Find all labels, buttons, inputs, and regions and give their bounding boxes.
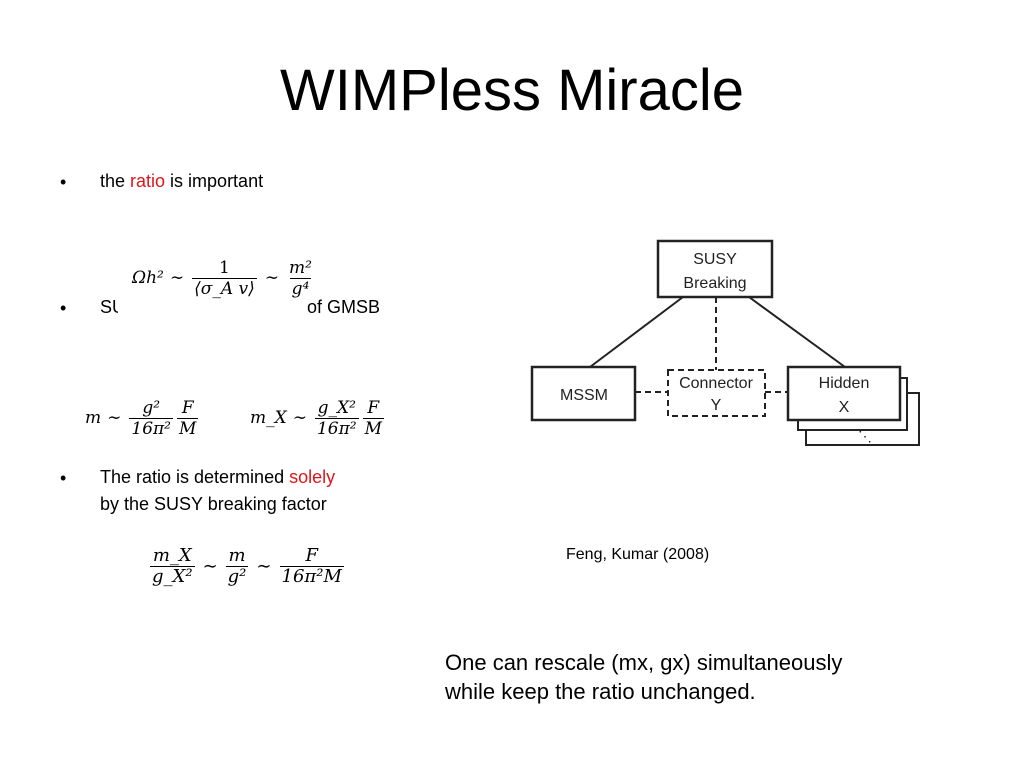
hidden-box <box>786 365 902 422</box>
note-line-2: while keep the ratio unchanged. <box>445 679 756 704</box>
connector-label-1: Connector <box>679 375 753 392</box>
connector-box <box>667 369 766 417</box>
bullet-3-highlight: solely <box>289 467 336 487</box>
mssm-box <box>530 365 637 422</box>
edge-susy-hidden <box>748 296 846 368</box>
bullet-marker: • <box>60 468 67 488</box>
susy-label-1: SUSY <box>693 251 737 268</box>
citation: Feng, Kumar (2008) <box>566 546 710 563</box>
edge-susy-mssm <box>589 296 684 368</box>
hidden-label-2: X <box>839 399 850 416</box>
connector-label-2: Y <box>711 397 722 414</box>
bullet-1-highlight: ratio <box>130 171 166 191</box>
bullet-marker: • <box>60 172 67 192</box>
bullet-1-post: is important <box>165 171 264 191</box>
bullet-marker: • <box>60 298 67 318</box>
ellipsis-mark: ⋱ <box>858 428 872 444</box>
susy-breaking-box <box>656 239 774 299</box>
mssm-label: MSSM <box>560 387 608 404</box>
slide-title: WIMPless Miracle <box>279 58 745 123</box>
hidden-label-1: Hidden <box>819 375 870 392</box>
bullet-2-end: of GMSB <box>307 297 381 317</box>
note-line-1: One can rescale (mx, gx) simultaneously <box>445 650 843 675</box>
bullet-1-text: the ratio is important <box>100 168 263 195</box>
susy-label-2: Breaking <box>683 275 746 292</box>
equation-backdrop <box>118 254 304 316</box>
eq1-lhs: Ωh² <box>132 268 164 288</box>
bullet-1-pre: the <box>100 171 131 191</box>
eq1-frac1: 1⟨σ_A v⟩ <box>192 258 257 299</box>
sector-diagram: SUSY Breaking MSSM Connector Y Hidden X … <box>530 239 920 446</box>
note-text: One can rescale (mx, gx) simultaneously w… <box>445 648 965 706</box>
